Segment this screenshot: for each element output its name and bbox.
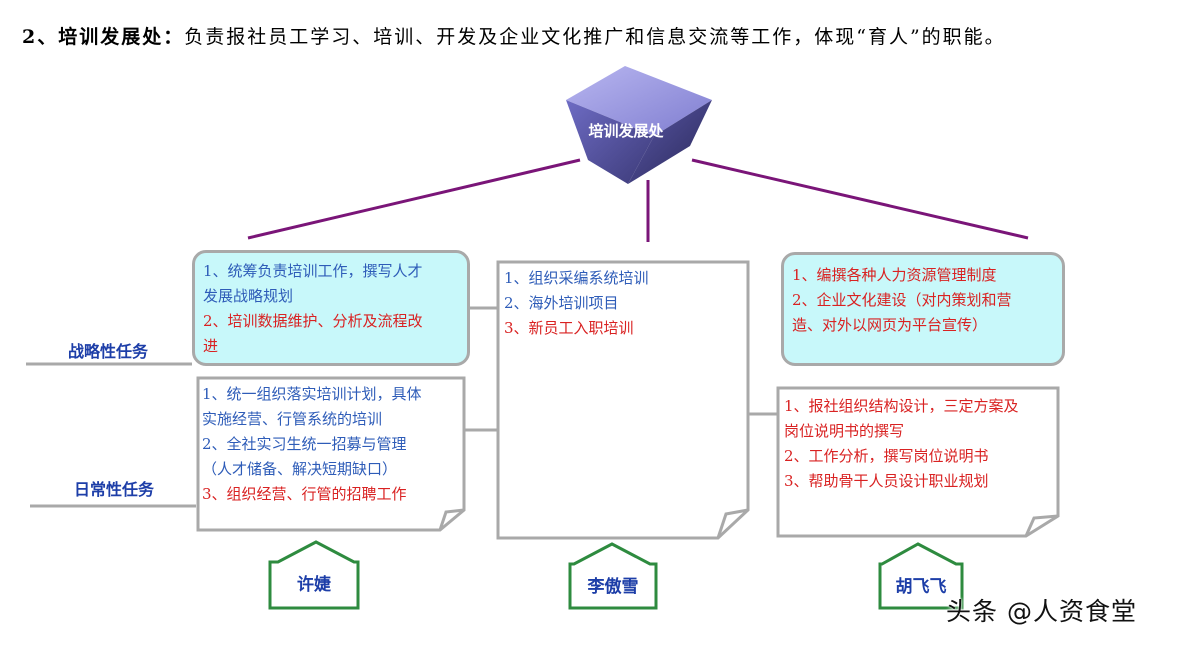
task-line: 3、帮助骨干人员设计职业规划 <box>784 472 989 490</box>
task-line: 3、新员工入职培训 <box>504 319 634 337</box>
connector-left <box>247 158 581 240</box>
arrow-shape-right <box>878 542 964 610</box>
arrow-shape-middle <box>568 542 658 610</box>
task-line: 2、全社实习生统一招募与管理 <box>202 435 407 453</box>
task-line: 发展战略规划 <box>203 287 294 305</box>
watermark: 头条 @人资食堂 <box>946 597 1137 626</box>
person-right: 胡飞飞 <box>895 577 947 597</box>
task-line: 1、组织采编系统培训 <box>504 269 649 287</box>
task-line: 实施经营、行管系统的培训 <box>202 410 383 428</box>
left-strategic-box: 1、统筹负责培训工作，撰写人才 发展战略规划 2、培训数据维护、分析及流程改 进 <box>192 250 470 366</box>
task-line: 2、工作分析，撰写岗位说明书 <box>784 447 989 465</box>
heading-prefix: 2、培训发展处： <box>22 26 185 48</box>
left-daily-box: 1、统一组织落实培训计划，具体 实施经营、行管系统的培训 2、全社实习生统一招募… <box>198 372 466 512</box>
middle-box: 1、组织采编系统培训 2、海外培训项目 3、新员工入职培训 <box>500 256 746 376</box>
strategic-task-label: 战略性任务 <box>68 342 149 361</box>
department-label: 培训发展处 <box>588 122 664 140</box>
task-line: 2、企业文化建设（对内策划和营 <box>792 291 1012 309</box>
page-heading: 2、培训发展处：负责报社员工学习、培训、开发及企业文化推广和信息交流等工作，体现… <box>22 22 1172 49</box>
task-line: 造、对外以网页为平台宣传） <box>792 316 988 334</box>
task-line: （人才储备、解决短期缺口） <box>202 460 398 478</box>
connector-right <box>691 158 1029 240</box>
person-middle: 李傲雪 <box>587 577 639 597</box>
task-line: 3、组织经营、行管的招聘工作 <box>202 485 407 503</box>
org-connectors <box>247 158 1029 242</box>
task-line: 1、统一组织落实培训计划，具体 <box>202 385 422 403</box>
task-line: 1、编撰各种人力资源管理制度 <box>792 266 997 284</box>
daily-task-label: 日常性任务 <box>74 480 155 499</box>
heading-text: 负责报社员工学习、培训、开发及企业文化推广和信息交流等工作，体现“育人”的职能。 <box>184 26 1006 48</box>
task-line: 1、报社组织结构设计，三定方案及 <box>784 397 1019 415</box>
task-line: 1、统筹负责培训工作，撰写人才 <box>203 262 423 280</box>
task-line: 2、海外培训项目 <box>504 294 619 312</box>
person-left: 许婕 <box>297 575 331 595</box>
task-line: 2、培训数据维护、分析及流程改 <box>203 312 423 330</box>
middle-note-shape <box>496 260 750 540</box>
right-daily-note-shape <box>776 386 1060 538</box>
right-daily-box: 1、报社组织结构设计，三定方案及 岗位说明书的撰写 2、工作分析，撰写岗位说明书… <box>780 384 1062 514</box>
department-cube <box>566 66 712 184</box>
left-daily-note-shape <box>196 376 466 532</box>
right-strategic-box: 1、编撰各种人力资源管理制度 2、企业文化建设（对内策划和营 造、对外以网页为平… <box>781 252 1065 366</box>
task-line: 进 <box>203 337 219 355</box>
task-line: 岗位说明书的撰写 <box>784 422 905 440</box>
arrow-shape-left <box>268 540 360 610</box>
